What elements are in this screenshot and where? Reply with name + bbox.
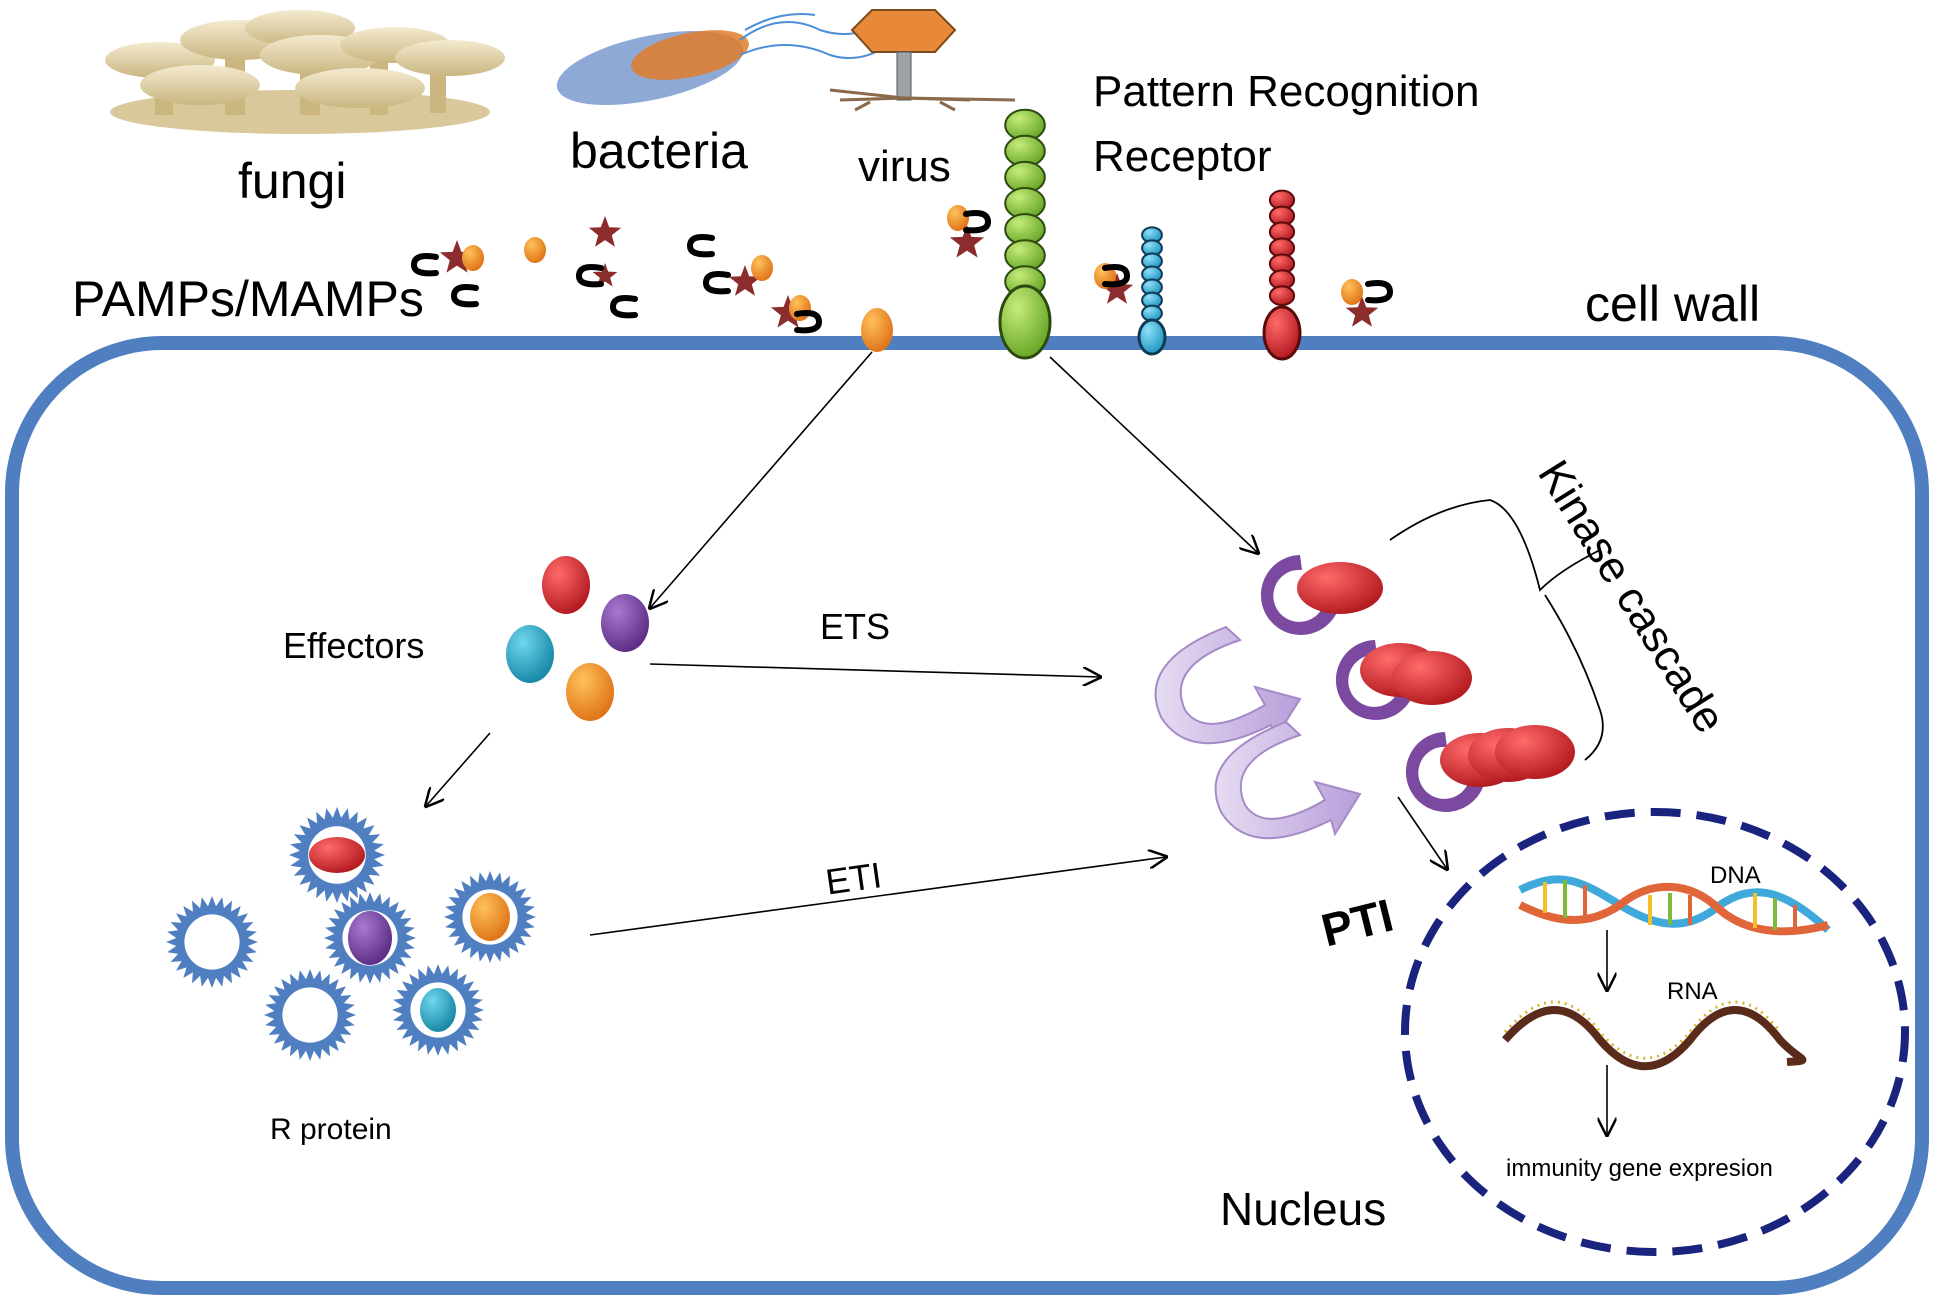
fungi-illustration <box>105 10 505 134</box>
label-cell-wall: cell wall <box>1585 276 1761 332</box>
label-ets: ETS <box>820 606 891 647</box>
membrane-pamp <box>861 308 893 352</box>
pamp-hook <box>794 310 823 334</box>
pamp-hook <box>686 234 715 258</box>
pamp-hook <box>1365 280 1394 304</box>
pamp-star <box>1345 296 1379 327</box>
nucleus-envelope <box>1401 808 1909 1256</box>
arrow-eti <box>589 857 1166 936</box>
pamp-hook <box>609 295 638 319</box>
label-nucleus: Nucleus <box>1220 1183 1387 1235</box>
receptor-red <box>1262 189 1302 361</box>
pamp-dot <box>462 245 484 271</box>
label-virus: virus <box>858 142 951 191</box>
kinase-cascade-graphic <box>1154 555 1575 840</box>
r-protein <box>166 896 258 988</box>
r-protein <box>444 871 536 963</box>
r-protein <box>392 964 484 1056</box>
pamp-dot <box>1341 279 1363 305</box>
pamp-hook <box>963 210 992 234</box>
pamp-star <box>770 295 806 328</box>
label-r-protein: R protein <box>270 1113 392 1146</box>
pamp-dot <box>789 295 811 321</box>
receptor-green <box>998 108 1052 360</box>
pamp-star <box>728 265 762 296</box>
arrow-pti <box>1397 796 1447 869</box>
pamp-hook <box>450 284 479 308</box>
label-rna: RNA <box>1667 978 1718 1005</box>
pamp-star <box>588 216 622 247</box>
label-eti: ETI <box>823 854 885 903</box>
label-bacteria: bacteria <box>570 123 748 179</box>
effectors-cluster <box>506 556 649 721</box>
label-prr-line1: Pattern Recognition <box>1093 67 1480 116</box>
label-dna: DNA <box>1710 862 1761 889</box>
pamp-star <box>592 263 618 287</box>
pamp-dot <box>524 237 546 263</box>
kinase-bracket <box>1389 499 1604 761</box>
arrow-receptor-to-kinase <box>1049 356 1258 553</box>
r-protein <box>289 807 385 903</box>
pamp-hook <box>575 264 604 288</box>
pamp-star <box>1100 273 1134 304</box>
label-effectors: Effectors <box>283 625 425 666</box>
label-pamps: PAMPs/MAMPs <box>72 271 424 327</box>
pamp-dot <box>947 205 969 231</box>
cell-wall <box>5 336 1929 1295</box>
label-prr-line2: Receptor <box>1093 132 1272 181</box>
label-fungi: fungi <box>238 153 347 209</box>
dna-helix <box>1518 875 1831 936</box>
receptor-blue <box>1137 226 1167 356</box>
label-immunity-gene-expression: immunity gene expresion <box>1506 1155 1773 1182</box>
arrow-membrane-to-effectors <box>650 351 873 608</box>
arrow-ets <box>649 663 1100 677</box>
virus-illustration <box>829 9 1016 112</box>
pamp-dot <box>751 255 773 281</box>
pamps-cluster <box>410 205 1394 334</box>
r-protein-cluster <box>166 807 536 1061</box>
pamp-hook <box>702 271 731 295</box>
pamp-hook <box>1102 264 1131 288</box>
pamp-star <box>439 240 475 273</box>
pamp-star <box>949 225 985 258</box>
pamp-hook <box>410 253 439 277</box>
r-protein <box>264 969 356 1061</box>
bacteria-illustration <box>556 13 881 106</box>
rna-strand <box>1501 1000 1807 1071</box>
arrow-effectors-to-rprotein <box>426 732 491 806</box>
r-protein <box>324 892 416 984</box>
